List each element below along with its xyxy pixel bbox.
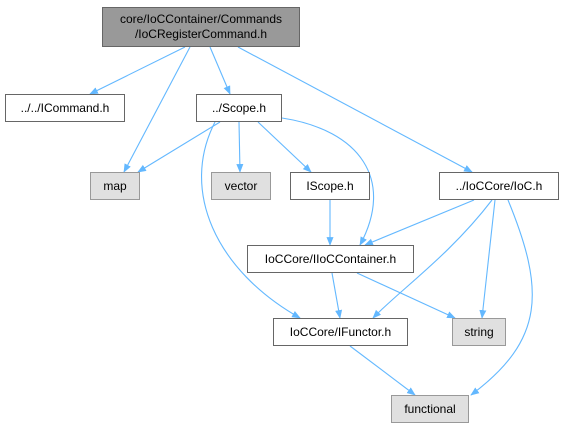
node-label: ../IoCCore/IoC.h: [455, 178, 543, 193]
edge-scope-to-vector: [236, 121, 244, 173]
edge-scope-to-map: [137, 121, 221, 173]
node-iioccontainer-h[interactable]: IoCCore/IIoCContainer.h: [247, 245, 414, 273]
edge-scope-to-iioccontainer: [281, 117, 375, 246]
node-label: core/IoCContainer/Commands /IoCRegisterC…: [119, 12, 283, 41]
node-scope-h[interactable]: ../Scope.h: [196, 94, 282, 122]
edge-iioccontainer-to-string: [356, 272, 456, 319]
edge-main-to-icommand: [89, 46, 186, 95]
node-map[interactable]: map: [90, 172, 140, 200]
node-label: vector: [224, 178, 258, 193]
edge-main-to-map: [123, 46, 191, 173]
node-functional[interactable]: functional: [391, 395, 469, 423]
edge-scope-to-ifunctor: [201, 121, 301, 319]
node-label: IoCCore/IIoCContainer.h: [264, 251, 397, 266]
node-label: functional: [404, 401, 456, 416]
edge-main-to-ioc: [237, 46, 473, 173]
node-vector[interactable]: vector: [211, 172, 271, 200]
node-label: map: [103, 178, 127, 193]
node-iocregistercommand-h[interactable]: core/IoCContainer/Commands /IoCRegisterC…: [102, 7, 300, 47]
edge-ioc-to-iioccontainer: [364, 199, 475, 246]
edge-ifunctor-to-functional: [349, 345, 416, 396]
edge-main-to-scope: [209, 46, 231, 95]
node-label: IScope.h: [306, 178, 354, 193]
node-iscope-h[interactable]: IScope.h: [290, 172, 370, 200]
node-ifunctor-h[interactable]: IoCCore/IFunctor.h: [273, 318, 408, 346]
node-label: ../../ICommand.h: [20, 100, 110, 115]
node-label: ../Scope.h: [211, 100, 267, 115]
node-label: string: [464, 324, 494, 339]
edge-ioc-to-string: [479, 199, 496, 319]
edge-ioc-to-ifunctor: [372, 199, 493, 319]
node-string[interactable]: string: [452, 318, 506, 346]
node-icommand-h[interactable]: ../../ICommand.h: [5, 94, 125, 122]
node-label: IoCCore/IFunctor.h: [289, 324, 392, 339]
edge-ioc-to-functional: [470, 199, 533, 396]
edge-iioccontainer-to-ifunctor: [331, 272, 343, 319]
node-ioc-h[interactable]: ../IoCCore/IoC.h: [439, 172, 559, 200]
edge-scope-to-iscope: [257, 121, 312, 173]
